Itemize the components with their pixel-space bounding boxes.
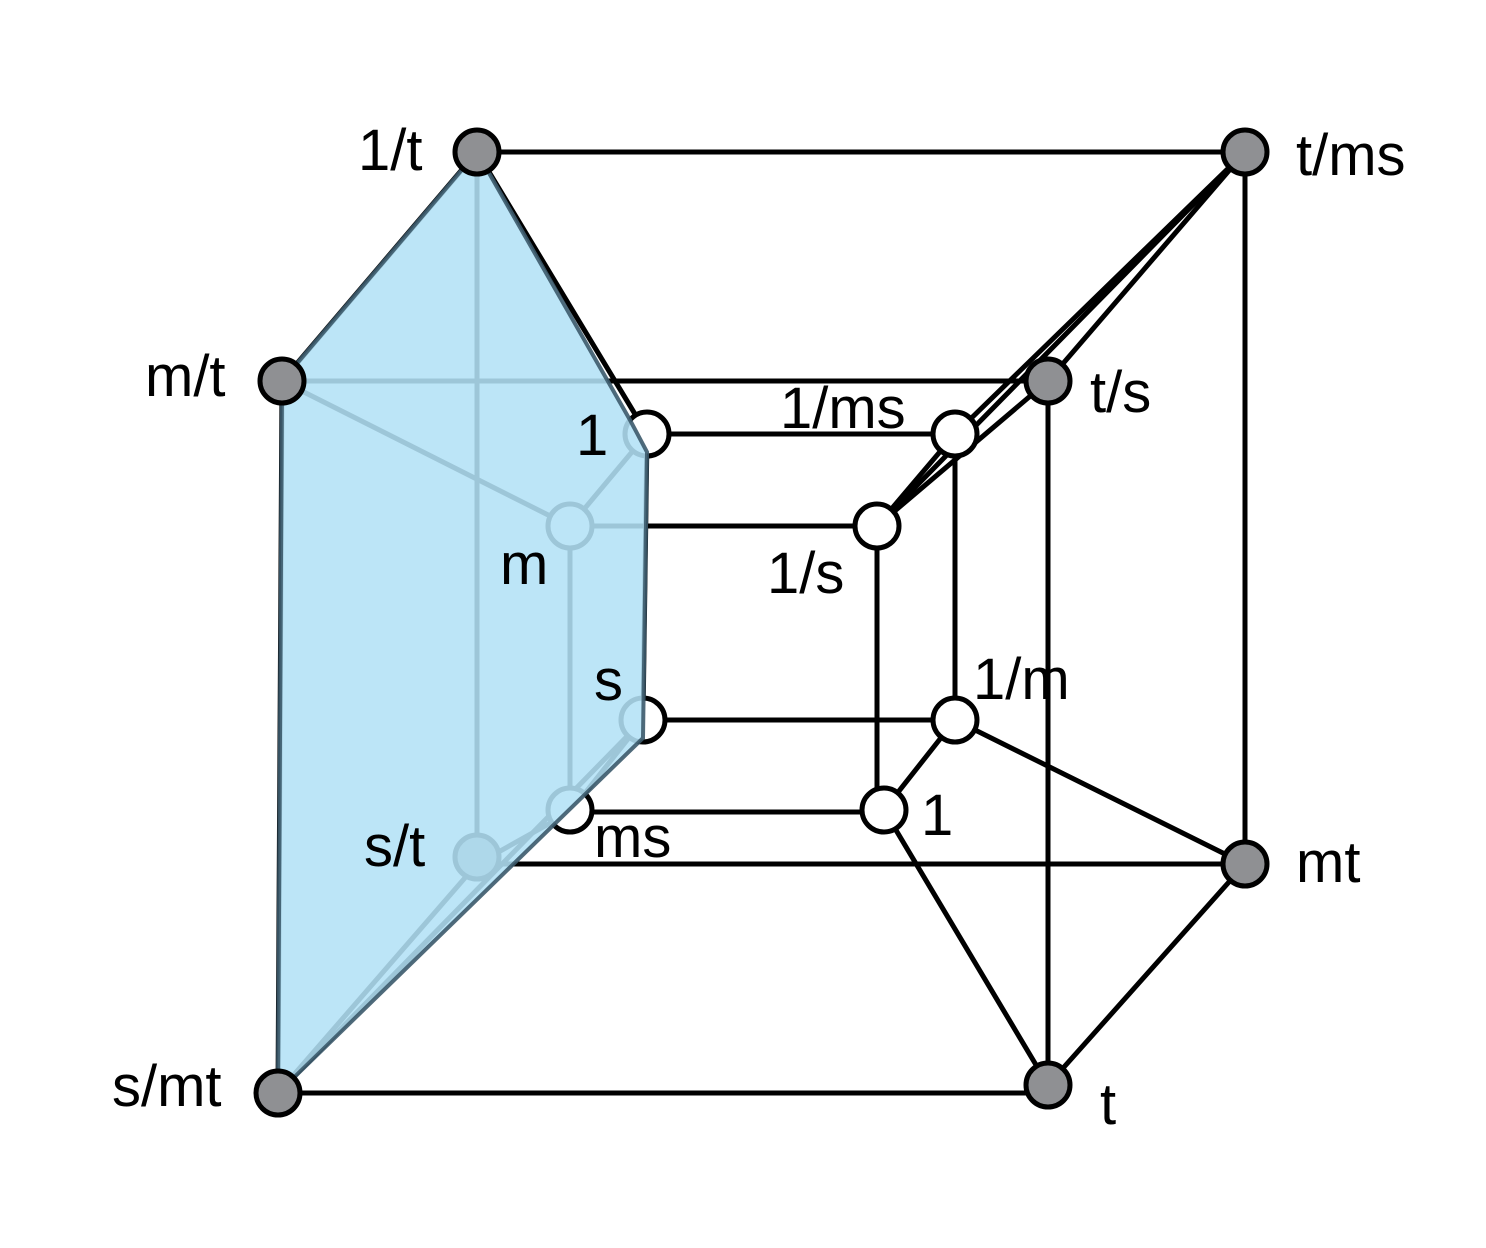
node-t-over-s bbox=[1023, 356, 1073, 406]
label-t-over-s: t/s bbox=[1090, 360, 1151, 425]
label-1-over-t: 1/t bbox=[358, 118, 423, 183]
node-m-over-t bbox=[257, 356, 307, 406]
label-m-over-t: m/t bbox=[145, 344, 226, 409]
node-1-over-s bbox=[852, 501, 902, 551]
label-m: m bbox=[500, 532, 548, 597]
label-1-over-ms: 1/ms bbox=[780, 376, 906, 441]
labels: 1/t t/ms m/t t/s 1 1/ms m 1/s s 1/m s/t … bbox=[112, 118, 1406, 1137]
label-s-over-mt: s/mt bbox=[112, 1054, 222, 1119]
edge-c-t-1 bbox=[881, 807, 1051, 1088]
node-1-over-ms bbox=[930, 409, 980, 459]
label-t-over-ms: t/ms bbox=[1296, 123, 1406, 188]
highlight-region bbox=[275, 148, 650, 1098]
node-1-right bbox=[859, 785, 909, 835]
node-mt bbox=[1220, 839, 1270, 889]
edge-mt-t bbox=[1045, 861, 1248, 1088]
edge-c-mt-1m bbox=[952, 717, 1248, 867]
label-1-over-m: 1/m bbox=[973, 647, 1070, 712]
label-s-over-t: s/t bbox=[364, 814, 425, 879]
label-ms: ms bbox=[594, 805, 671, 870]
node-s-over-mt bbox=[253, 1068, 303, 1118]
edge-c-tms-1s bbox=[874, 149, 1248, 529]
node-t-over-ms bbox=[1220, 127, 1270, 177]
inner-nodes bbox=[852, 409, 980, 835]
label-1-right: 1 bbox=[921, 783, 953, 848]
label-mt: mt bbox=[1296, 830, 1360, 895]
label-t: t bbox=[1100, 1072, 1116, 1137]
node-t bbox=[1023, 1060, 1073, 1110]
label-1-left: 1 bbox=[576, 403, 608, 468]
node-1-over-t bbox=[452, 127, 502, 177]
edge-tms-ts bbox=[1045, 149, 1248, 384]
label-s: s bbox=[594, 648, 623, 713]
node-1-over-m bbox=[930, 695, 980, 745]
outer-nodes bbox=[253, 127, 1270, 1118]
label-1-over-s: 1/s bbox=[767, 541, 844, 606]
